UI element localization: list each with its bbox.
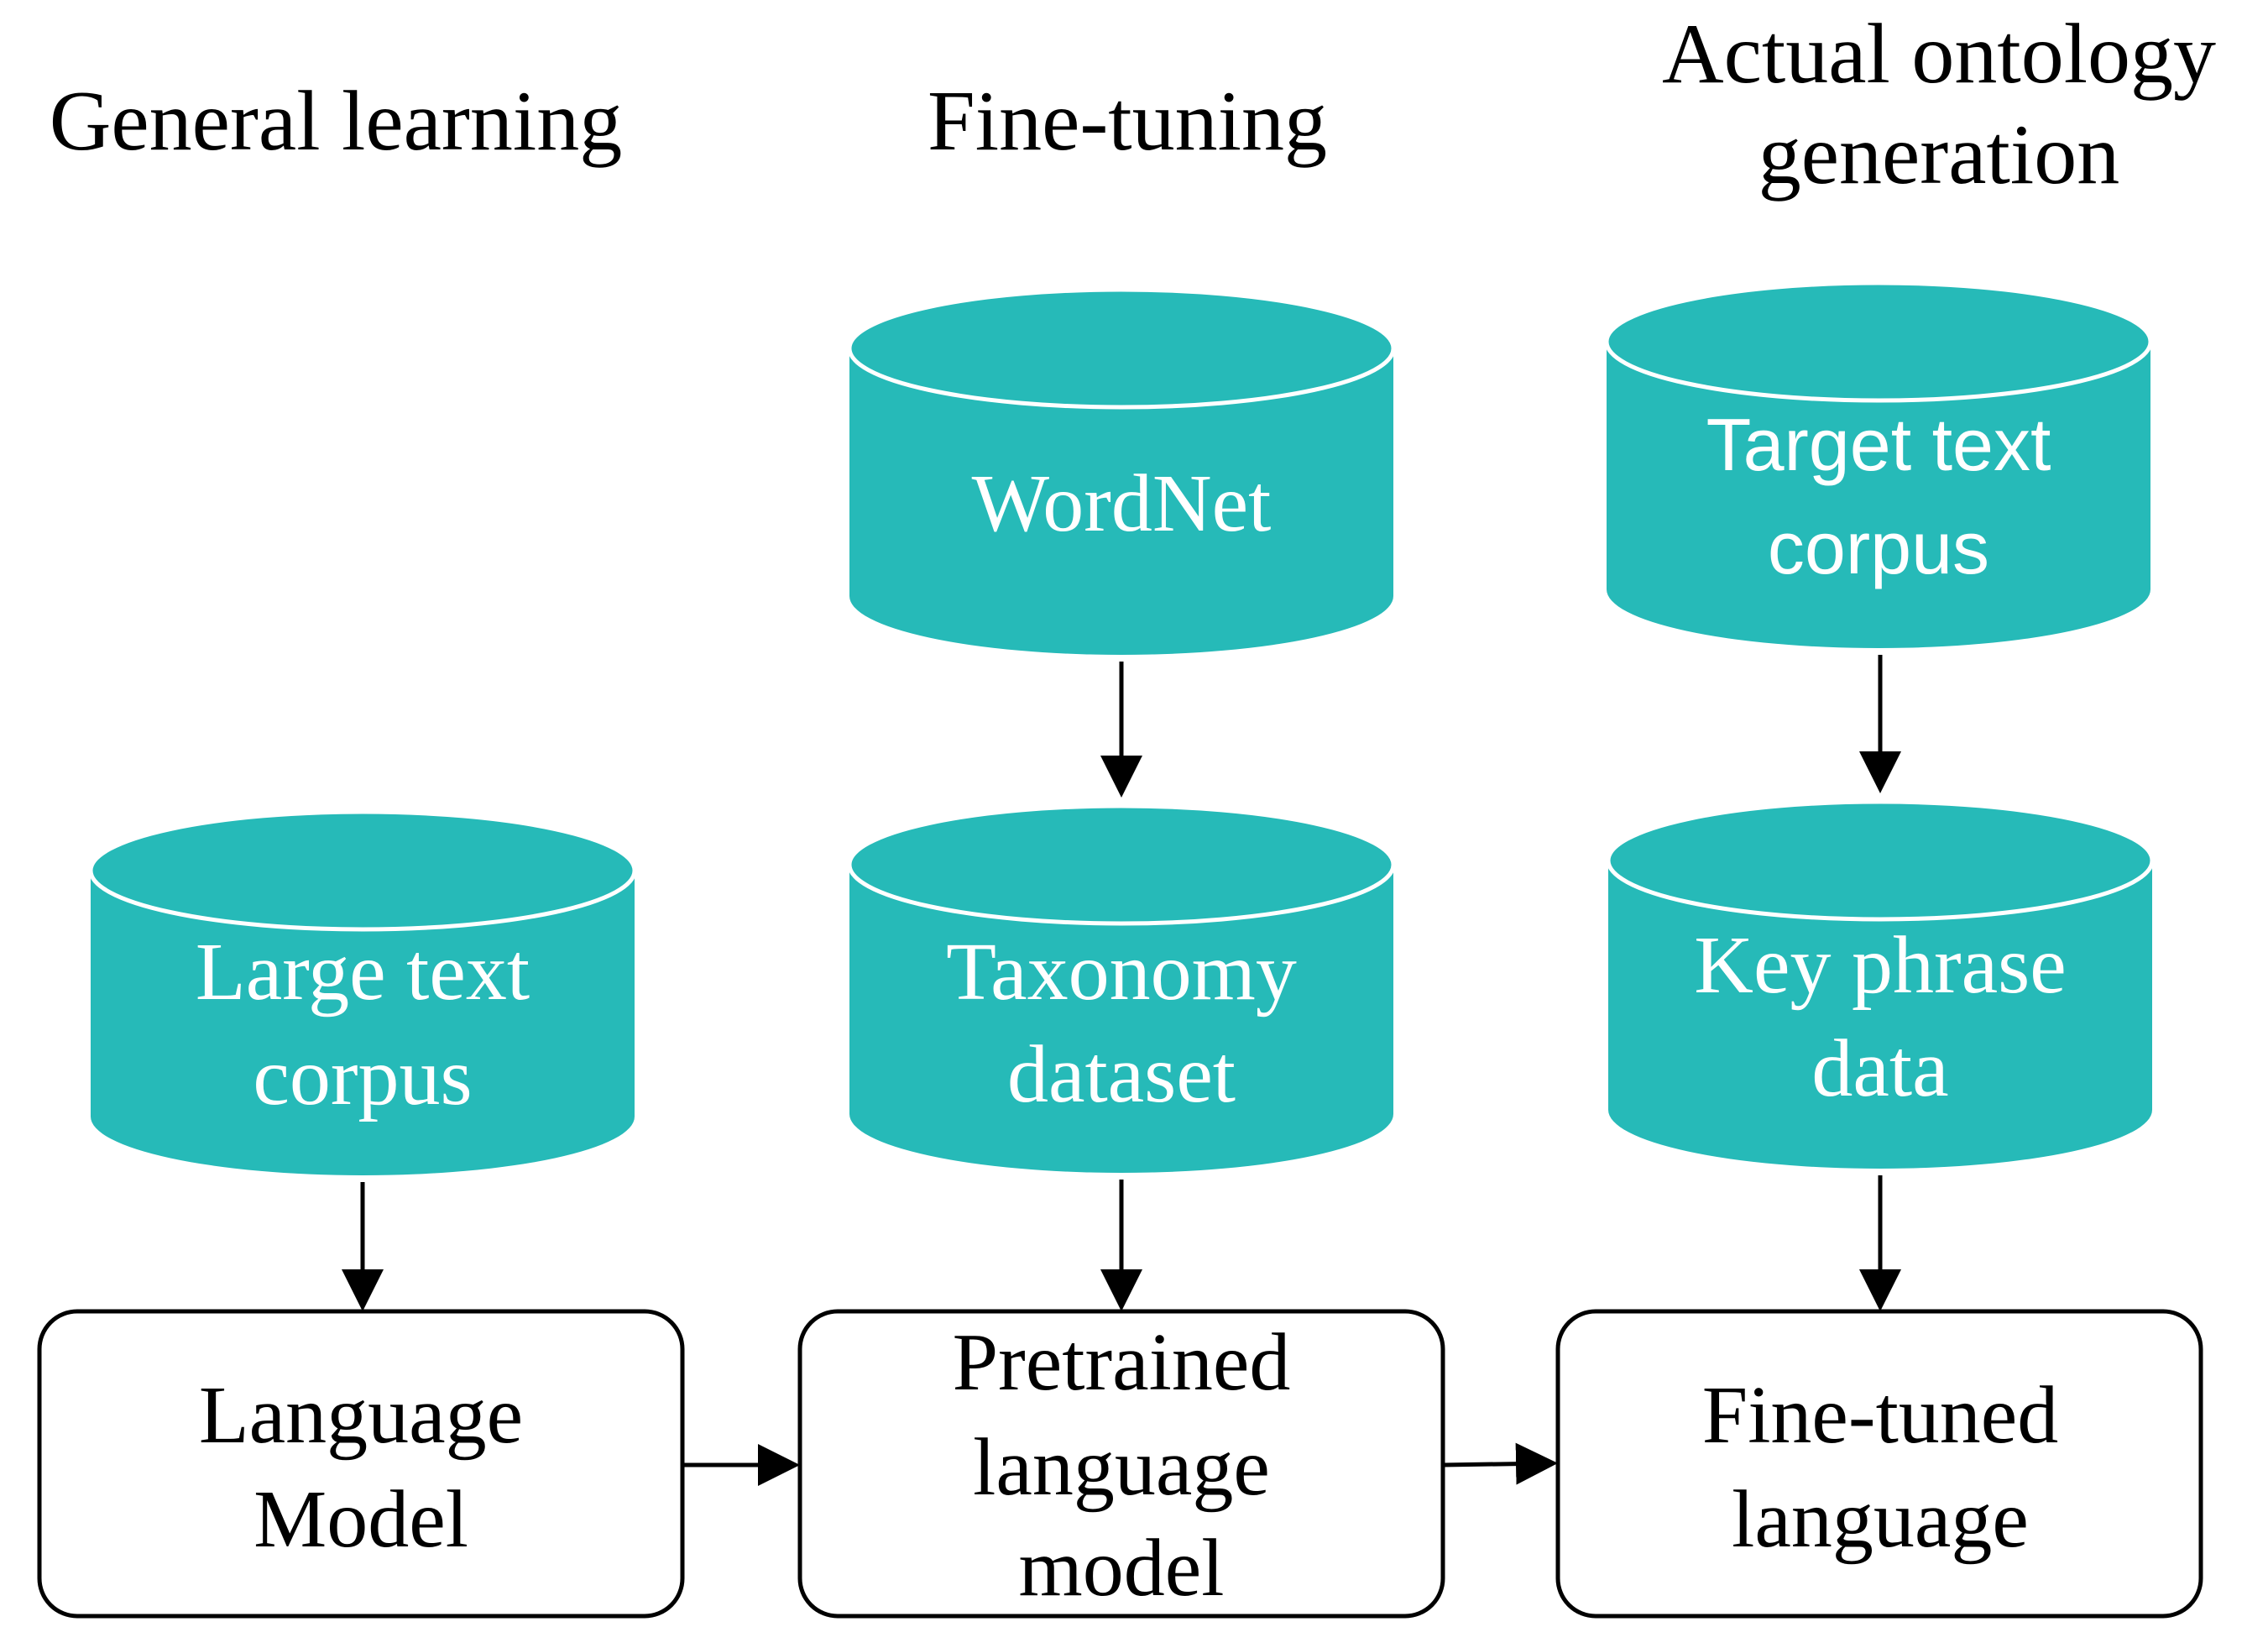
pretrained-model-box: Pretrained language model bbox=[797, 1309, 1445, 1619]
large-corpus-label-line-1: Large text bbox=[196, 927, 530, 1018]
language-model-box: Language Model bbox=[37, 1309, 685, 1619]
target-text-corpus-database: Target text corpus bbox=[1604, 280, 2153, 648]
finetuned-label-line-1: Fine-tuned bbox=[1702, 1370, 2059, 1461]
target-corpus-label-line-2: corpus bbox=[1768, 506, 1989, 589]
finetuned-model-box: Fine-tuned language bbox=[1555, 1309, 2203, 1619]
wordnet-label: WordNet bbox=[972, 458, 1272, 549]
taxonomy-label-line-1: Taxonomy bbox=[946, 927, 1297, 1018]
taxonomy-dataset-database: Taxonomy dataset bbox=[847, 803, 1396, 1173]
taxonomy-label-line-2: dataset bbox=[1007, 1029, 1236, 1120]
target-corpus-label-line-1: Target text bbox=[1706, 403, 2051, 486]
heading-ontology-generation-line-1: Actual ontology bbox=[1662, 7, 2216, 102]
key-phrase-label-line-1: Key phrase bbox=[1694, 920, 2067, 1011]
pretrained-label-line-1: Pretrained bbox=[953, 1317, 1291, 1408]
heading-fine-tuning: Fine-tuning bbox=[928, 74, 1327, 169]
key-phrase-data-database: Key phrase data bbox=[1606, 799, 2155, 1169]
finetuned-label-line-2: language bbox=[1732, 1474, 2029, 1565]
wordnet-database: WordNet bbox=[847, 287, 1396, 655]
heading-general-learning: General learning bbox=[50, 74, 622, 169]
large-corpus-label-line-2: corpus bbox=[253, 1032, 472, 1122]
heading-ontology-generation-line-2: generation bbox=[1758, 107, 2119, 202]
key-phrase-label-line-2: data bbox=[1811, 1023, 1948, 1114]
language-model-label-line-1: Language bbox=[199, 1370, 523, 1461]
arrow-pretrained-to-finetuned bbox=[1442, 1442, 1558, 1485]
language-model-label-line-2: Model bbox=[253, 1474, 468, 1565]
large-text-corpus-database: Large text corpus bbox=[88, 809, 637, 1175]
pretrained-label-line-3: model bbox=[1019, 1523, 1225, 1614]
pretrained-label-line-2: language bbox=[973, 1422, 1270, 1513]
